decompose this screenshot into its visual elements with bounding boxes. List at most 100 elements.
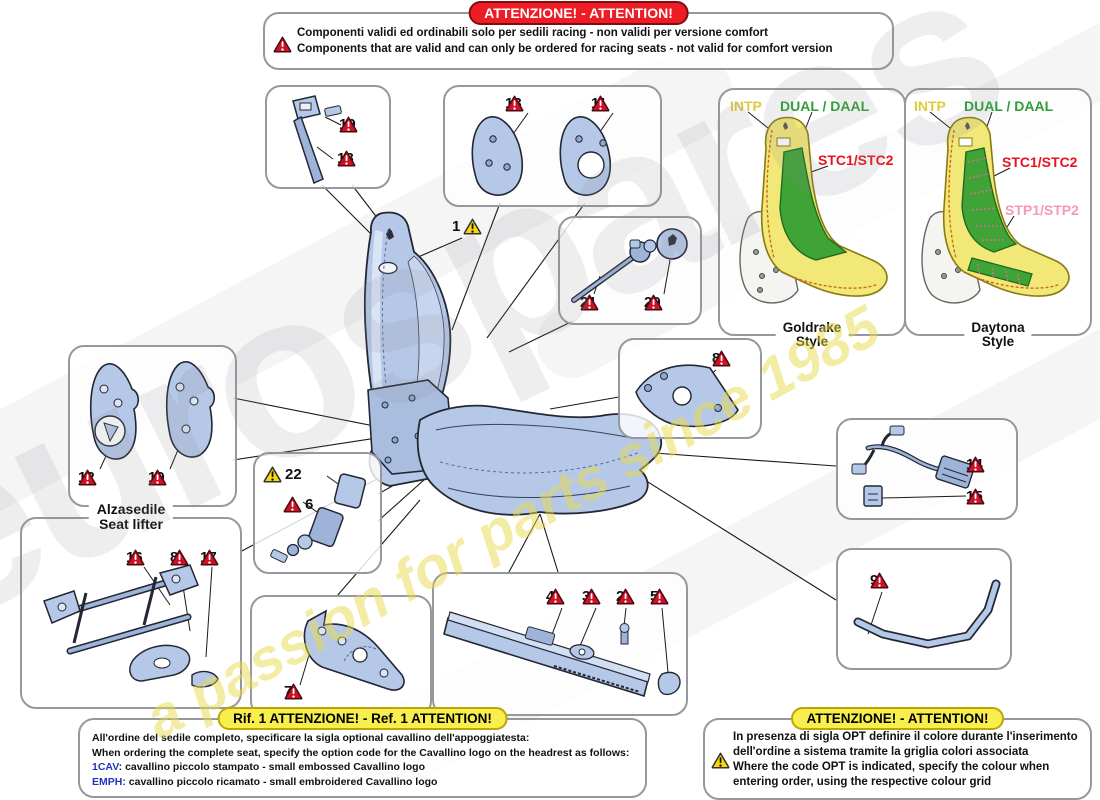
part-callout-3[interactable]: 3	[582, 588, 612, 605]
belt-strap-parts-drawing	[292, 95, 342, 185]
ref1-attention-pill: Rif. 1 ATTENZIONE! - Ref. 1 ATTENTION!	[217, 707, 508, 730]
wiring-harness-drawing	[851, 425, 975, 507]
part-callout-7[interactable]: 7	[284, 683, 314, 700]
warning-triangle-icon	[712, 350, 742, 367]
warning-triangle-icon	[966, 456, 1005, 473]
warning-triangle-icon	[284, 683, 314, 700]
seat-lifter-title: Alzasedile Seat lifter	[88, 501, 174, 533]
warning-triangle-icon	[337, 150, 376, 167]
part-callout-8b[interactable]: 8	[170, 549, 200, 566]
part-callout-17[interactable]: 17	[200, 549, 239, 566]
part-number: 5	[650, 588, 659, 605]
warning-triangle-icon	[463, 218, 482, 235]
warning-triangle-icon	[870, 572, 900, 589]
seat-rail-parts-drawing	[443, 607, 681, 698]
color-code-dual-daal: DUAL / DAAL	[780, 98, 870, 114]
part-number: 3	[582, 588, 591, 605]
warning-triangle-icon	[78, 469, 117, 486]
ref1-line-english: When ordering the complete seat, specify…	[92, 746, 630, 759]
recline-rod-knob-drawing	[571, 228, 688, 303]
color-code-dual-daal: DUAL / DAAL	[964, 98, 1054, 114]
part-callout-1[interactable]: 1	[452, 218, 482, 235]
warning-triangle-icon	[148, 469, 187, 486]
part-callout-6[interactable]: 6	[283, 496, 313, 513]
support-tube-drawing	[853, 579, 1001, 649]
parts-box-13-11: 13 11	[443, 85, 662, 207]
warning-triangle-icon	[582, 588, 612, 605]
daytona-seat-drawing	[921, 111, 1070, 304]
parts-box-19-18: 19 18	[265, 85, 391, 189]
part-callout-11[interactable]: 11	[591, 95, 629, 112]
notice-line-english: Components that are valid and can only b…	[297, 42, 833, 55]
part-callout-14[interactable]: 14	[966, 456, 1005, 473]
part-callout-21[interactable]: 21	[580, 294, 619, 311]
part-callout-12[interactable]: 12	[78, 469, 117, 486]
part-callout-19[interactable]: 19	[339, 116, 378, 133]
warning-triangle-icon	[339, 116, 378, 133]
warning-triangle-icon	[546, 588, 576, 605]
goldrake-style-caption: Goldrake Style	[775, 320, 849, 349]
part-callout-13[interactable]: 13	[505, 95, 544, 112]
seat-lifter-box: Alzasedile Seat lifter 16 8	[20, 501, 242, 709]
part-callout-22[interactable]: 22	[263, 466, 324, 483]
warning-triangle-icon	[966, 488, 1005, 505]
parts-box-21-20: 21 20	[558, 216, 702, 325]
goldrake-style-panel: INTP DUAL / DAAL STC1/STC2 Goldrake Styl…	[718, 88, 906, 349]
notice-line-italian: Componenti validi ed ordinabili solo per…	[297, 27, 768, 39]
ref1-code-1cav: 1CAV: cavallino piccolo stampato - small…	[92, 761, 425, 774]
ref1-code-emph: EMPH: cavallino piccolo ricamato - small…	[92, 776, 438, 789]
part-number: 4	[546, 588, 555, 605]
part-callout-5[interactable]: 5	[650, 588, 680, 605]
buckle-parts-drawing	[270, 473, 367, 563]
warning-triangle-icon	[170, 549, 200, 566]
part-callout-10[interactable]: 10	[148, 469, 187, 486]
part-callout-16[interactable]: 16	[126, 549, 165, 566]
color-code-intp: INTP	[914, 98, 946, 114]
part-number: 1	[452, 218, 461, 235]
warning-triangle-icon	[644, 294, 683, 311]
part-callout-8[interactable]: 8	[712, 350, 742, 367]
ref1-line-italian: All'ordine del sedile completo, specific…	[92, 732, 530, 744]
part-callout-18[interactable]: 18	[337, 150, 376, 167]
main-racing-seat-drawing	[363, 211, 663, 516]
daytona-style-panel: INTP DUAL / DAAL STC1/STC2 STP1/STP2 Day…	[904, 88, 1092, 349]
top-attention-notice: ATTENZIONE! - ATTENTION! Componenti vali…	[263, 1, 894, 70]
opt-attention-notice: ATTENZIONE! - ATTENTION! In presenza di …	[703, 707, 1092, 800]
parts-box-8: 8	[618, 338, 762, 439]
part-callout-2[interactable]: 2	[616, 588, 646, 605]
part-callout-15[interactable]: 15	[966, 488, 1005, 505]
daytona-style-caption: Daytona Style	[964, 320, 1032, 349]
warning-triangle-icon	[650, 588, 680, 605]
color-code-stc1-stc2: STC1/STC2	[818, 152, 894, 168]
warning-triangle-icon	[283, 496, 302, 513]
warning-triangle-icon	[263, 466, 324, 483]
parts-box-12-10: 12 10	[68, 345, 237, 507]
part-callout-20[interactable]: 20	[644, 294, 683, 311]
part-number: 9	[870, 572, 879, 589]
parts-box-7: 7	[250, 595, 432, 717]
color-code-stc1-stc2: STC1/STC2	[1002, 154, 1078, 170]
parts-box-14-15: 14 15	[836, 418, 1018, 520]
attention-pill: ATTENZIONE! - ATTENTION!	[468, 1, 689, 25]
opt-attention-pill: ATTENZIONE! - ATTENTION!	[790, 707, 1005, 730]
part-number: 6	[305, 496, 314, 513]
color-code-intp: INTP	[730, 98, 762, 114]
warning-triangle-icon	[126, 549, 165, 566]
part-callout-4[interactable]: 4	[546, 588, 576, 605]
color-code-stp1-stp2: STP1/STP2	[1005, 202, 1079, 218]
warning-triangle-icon	[200, 549, 239, 566]
opt-line-italian: In presenza di sigla OPT definire il col…	[733, 731, 1078, 758]
warning-triangle-icon	[711, 752, 730, 769]
warning-triangle-icon	[273, 36, 292, 53]
seat-lifter-frame-drawing	[43, 564, 219, 688]
warning-triangle-icon	[591, 95, 629, 112]
part-callout-9[interactable]: 9	[870, 572, 900, 589]
side-bracket-drawing	[635, 364, 739, 428]
part-number: 7	[284, 683, 293, 700]
warning-triangle-icon	[505, 95, 544, 112]
opt-line-english: Where the code OPT is indicated, specify…	[733, 760, 1050, 788]
part-number: 8	[170, 549, 179, 566]
parts-box-4-3-2-5: 4 3 2 5	[432, 572, 688, 716]
part-number: 22	[285, 466, 302, 483]
